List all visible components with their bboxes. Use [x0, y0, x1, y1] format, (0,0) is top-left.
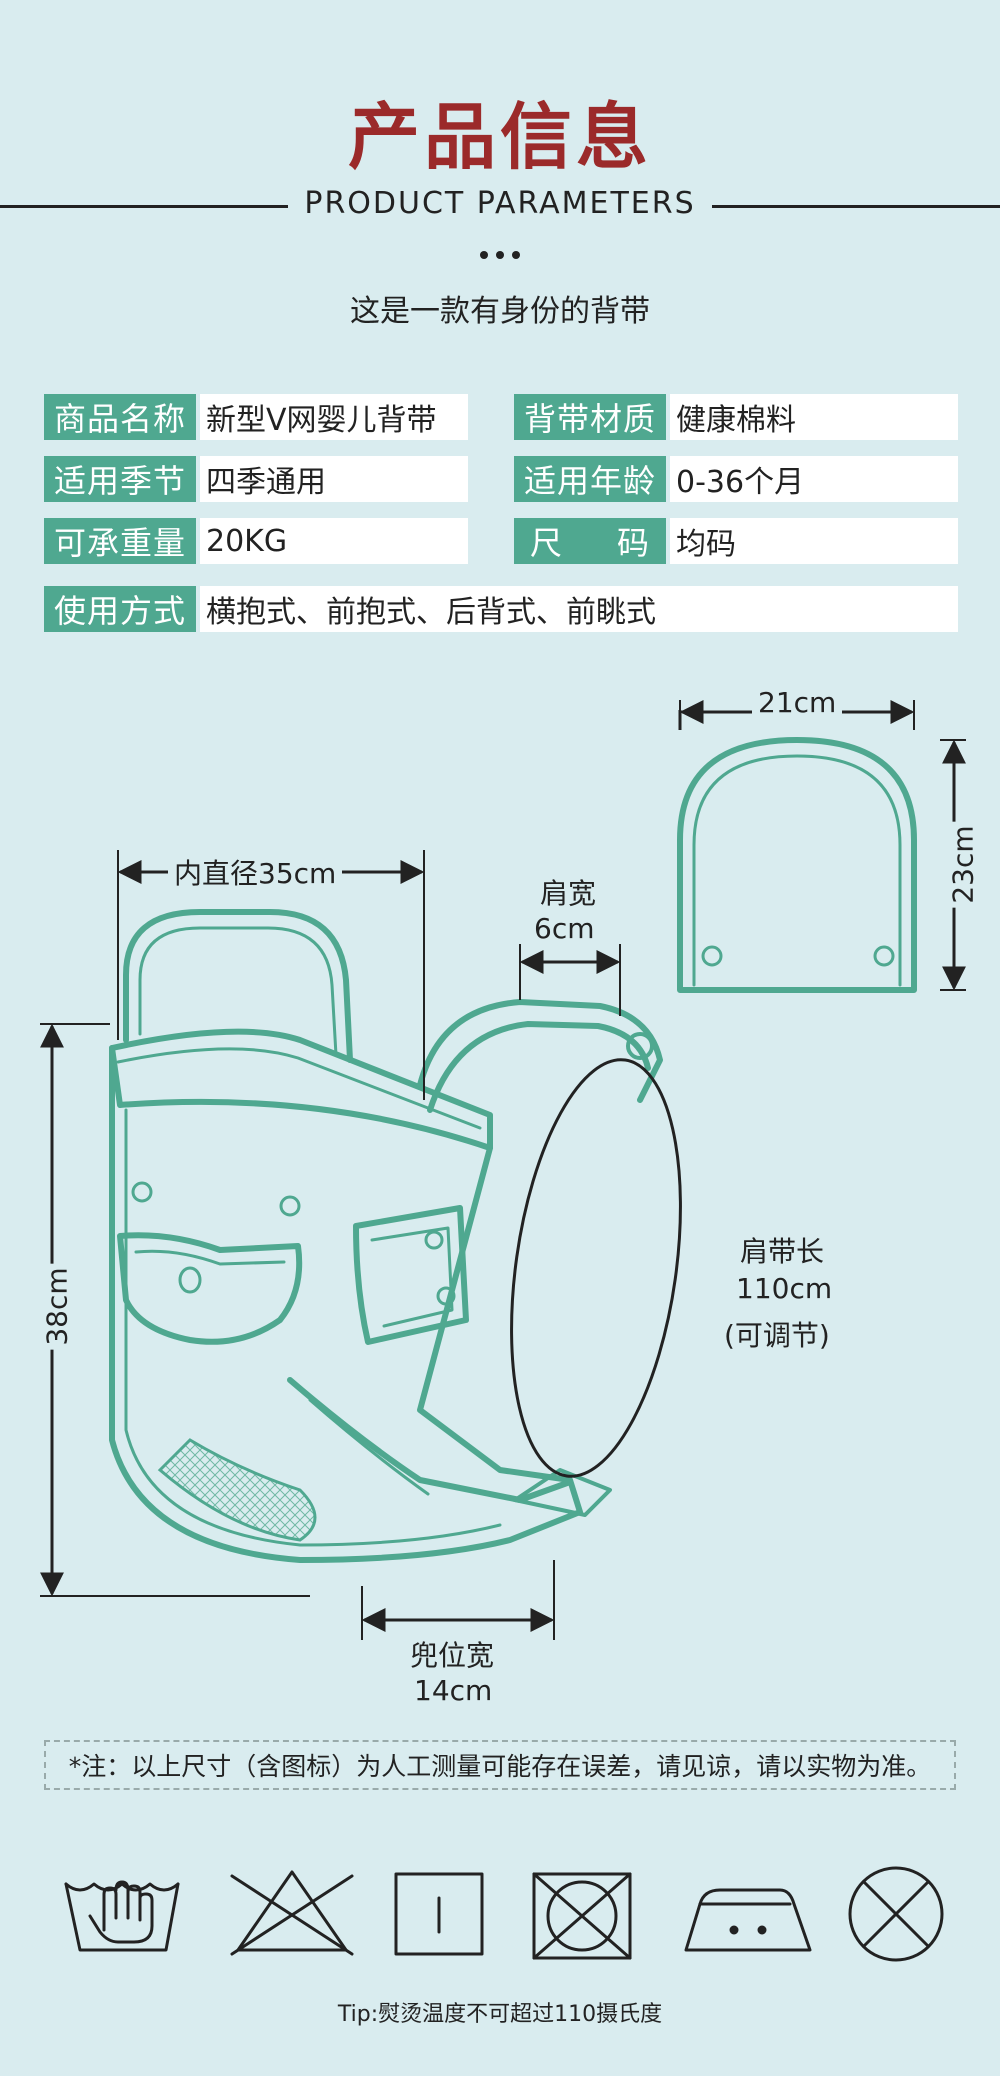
hood-snap-left: [701, 945, 723, 967]
hand-wash-icon: [64, 1880, 180, 1952]
strap-buckle-bottom: [513, 1468, 612, 1517]
side-pocket-snap-top: [424, 1230, 444, 1250]
separator-dots: [0, 244, 1000, 263]
strap-buckle-top: [626, 1032, 654, 1060]
param-label: 适用年龄: [514, 456, 666, 502]
front-pocket-flap-inner: [134, 1249, 286, 1266]
param-label: 使用方式: [44, 586, 196, 632]
hood-outline: [677, 737, 917, 993]
body-panel: [109, 1045, 583, 1563]
param-material: 背带材质 健康棉料: [514, 394, 958, 440]
inner-diameter-label: 内直径35cm: [168, 852, 343, 892]
strap-adjustable-note: (可调节): [724, 1319, 830, 1352]
param-value: 四季通用: [200, 456, 468, 502]
tagline: 这是一款有身份的背带: [350, 294, 650, 329]
page-title: 产品信息: [347, 95, 652, 179]
head-support-inner: [138, 926, 338, 1057]
hood-snap-right: [873, 945, 895, 967]
subtitle-line-left: [0, 205, 288, 208]
param-value: 健康棉料: [670, 394, 958, 440]
head-support: [123, 909, 353, 1063]
shoulder-width-title: 肩宽: [540, 877, 597, 910]
belt-snap-right: [279, 1195, 301, 1217]
param-label-part: 码: [616, 524, 650, 562]
param-name: 商品名称 新型V网婴儿背带: [44, 394, 468, 440]
hood-width-label: 21cm: [752, 686, 843, 719]
param-season: 适用季节 四季通用: [44, 456, 468, 502]
subtitle-line-right: [712, 205, 1000, 208]
mesh-panel: [157, 1438, 317, 1542]
care-icons-row: [64, 1866, 944, 1962]
param-label: 商品名称: [44, 394, 196, 440]
param-label: 适用季节: [44, 456, 196, 502]
param-value: 均码: [670, 518, 958, 564]
waist-belt: [109, 1028, 493, 1151]
subtitle-row: PRODUCT PARAMETERS: [0, 186, 1000, 226]
no-tumble-dry-icon: [532, 1872, 632, 1960]
hip-seat-inner: [308, 1398, 430, 1496]
strap-length-ellipse: [510, 1058, 682, 1478]
carrier-diagram: [40, 700, 966, 1640]
tumble-dry-icon: [394, 1872, 484, 1956]
param-label: 尺 码: [514, 518, 666, 564]
page-subtitle: PRODUCT PARAMETERS: [304, 186, 696, 221]
param-age: 适用年龄 0-36个月: [514, 456, 958, 502]
ironing-tip: Tip:熨烫温度不可超过110摄氏度: [337, 2002, 663, 2027]
seat-width-title: 兜位宽: [410, 1639, 495, 1672]
strap-length-title: 肩带长: [740, 1235, 825, 1268]
strap-length-value: 110cm: [736, 1272, 833, 1305]
shoulder-strap-band: [427, 1021, 651, 1113]
param-value: 横抱式、前抱式、后背式、前眺式: [200, 586, 958, 632]
measurement-note: *注：以上尺寸（含图标）为人工测量可能存在误差，请见谅，请以实物为准。: [44, 1740, 956, 1790]
side-pocket: [353, 1205, 469, 1345]
param-weight: 可承重量 20KG: [44, 518, 468, 564]
param-value: 新型V网婴儿背带: [200, 394, 468, 440]
front-pocket-flap: [117, 1232, 303, 1345]
seat-width-value: 14cm: [414, 1674, 493, 1707]
no-bleach-icon: [230, 1870, 354, 1956]
belt-snap-left: [131, 1181, 153, 1203]
iron-medium-icon: [684, 1888, 812, 1952]
waist-belt-inner: [116, 1047, 482, 1130]
side-pocket-inner: [370, 1226, 454, 1328]
hood-inner-trim: [692, 754, 902, 987]
height-label: 38cm: [40, 1263, 74, 1350]
body-panel-inner: [124, 1108, 502, 1547]
param-value: 20KG: [200, 518, 468, 564]
side-pocket-snap-bottom: [436, 1286, 456, 1306]
param-size: 尺 码 均码: [514, 518, 958, 564]
hood-height-label: 23cm: [946, 821, 980, 908]
param-value: 0-36个月: [670, 456, 958, 502]
param-label: 背带材质: [514, 394, 666, 440]
param-label: 可承重量: [44, 518, 196, 564]
param-label-part: 尺: [530, 524, 564, 562]
shoulder-width-value: 6cm: [534, 912, 595, 945]
param-usage: 使用方式 横抱式、前抱式、后背式、前眺式: [44, 586, 958, 632]
shoulder-strap-top: [417, 999, 663, 1103]
no-dry-clean-icon: [848, 1866, 944, 1962]
hip-seat: [287, 1377, 573, 1503]
pocket-snap: [178, 1266, 202, 1294]
